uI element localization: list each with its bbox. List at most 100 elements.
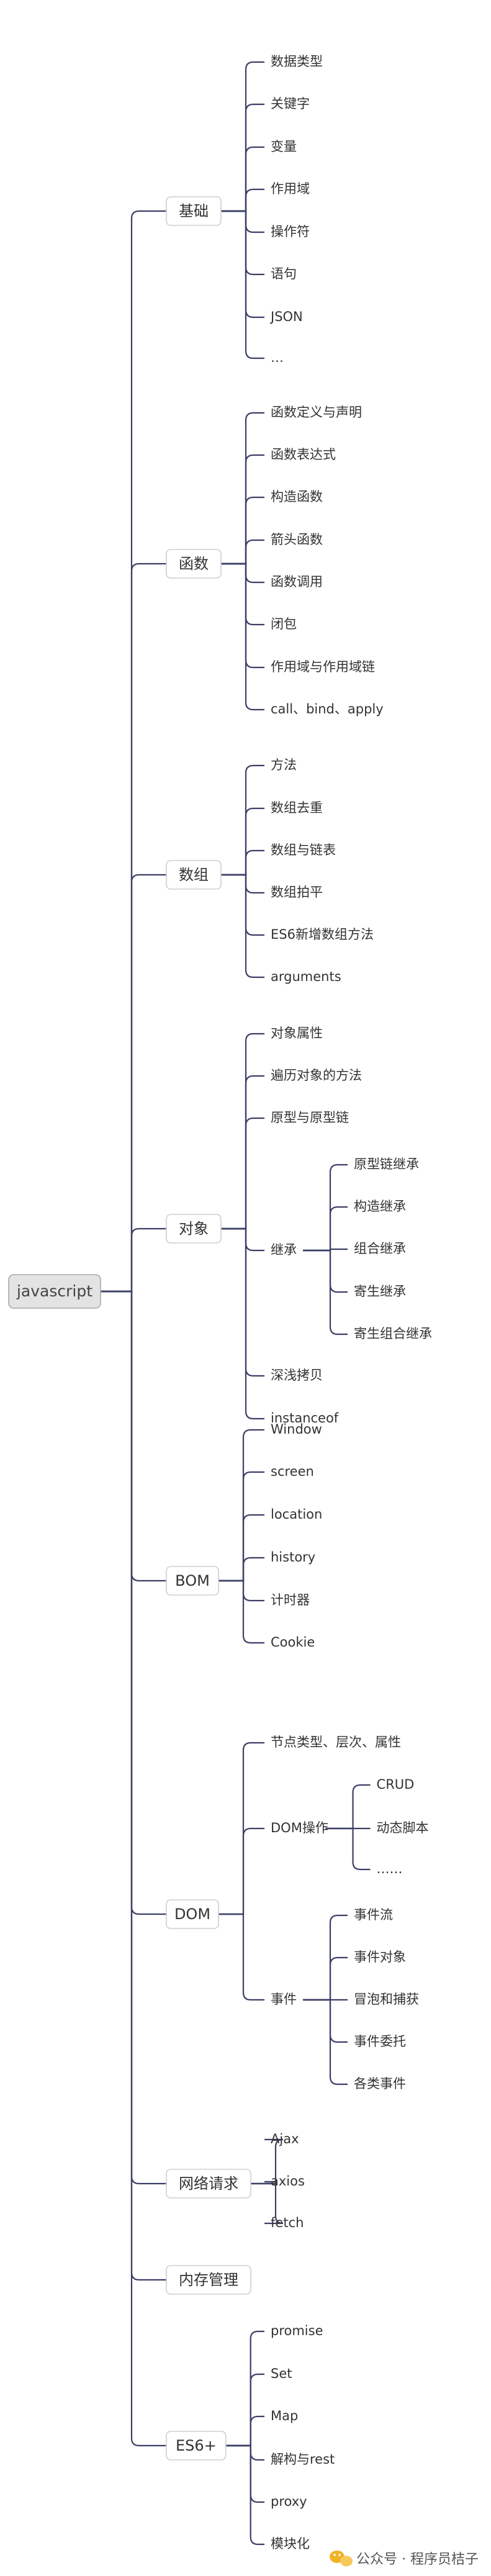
connector-cat1-item7 <box>221 563 264 711</box>
category-box <box>166 2265 251 2295</box>
connector-cat5-item2-sub4 <box>303 1999 348 2086</box>
connector-cat1-item0 <box>221 412 264 565</box>
category-node-8 <box>166 2431 227 2461</box>
connector-cat0-item5 <box>221 210 264 276</box>
connector-cat2-item3 <box>221 874 264 894</box>
connector-cat1-item4 <box>221 563 264 584</box>
category-box <box>166 1566 219 1596</box>
connector-cat3-item0 <box>221 1033 264 1230</box>
category-label: 网络请求 <box>179 2175 238 2192</box>
leaf-node: 函数调用 <box>271 574 323 589</box>
leaf-node: 数组拍平 <box>271 885 323 900</box>
watermark: 公众号 · 程序员桔子 <box>330 2551 479 2567</box>
leaf-node: 函数表达式 <box>271 447 336 462</box>
connector-cat4-item2 <box>218 1514 264 1582</box>
category-node-4 <box>166 1566 219 1596</box>
category-label: 内存管理 <box>179 2271 238 2289</box>
leaf-node: 计时器 <box>271 1593 310 1607</box>
connector-cat2-item1 <box>221 807 264 876</box>
leaf-node: 模块化 <box>271 2536 310 2551</box>
sub-leaf-node: 寄生继承 <box>354 1284 406 1299</box>
sub-leaf-node: 事件流 <box>354 1907 393 1922</box>
connector-cat6-item2 <box>251 2182 284 2225</box>
category-node-5 <box>166 1899 219 1929</box>
leaf-node: 数组去重 <box>271 800 323 815</box>
connector-cat5-item1-sub0 <box>325 1784 371 1830</box>
sub-leaf-node: 事件委托 <box>354 2034 406 2049</box>
category-node-0 <box>166 196 222 226</box>
connector-cat2-item2 <box>221 849 264 876</box>
category-node-7 <box>166 2265 251 2295</box>
sub-leaf-node: CRUD <box>377 1777 415 1792</box>
mind-map-nodes: javascript基础数据类型关键字变量作用域操作符语句JSON…函数函数定义… <box>8 54 432 2551</box>
sub-leaf-node: 动态脚本 <box>377 1820 429 1835</box>
leaf-node: 遍历对象的方法 <box>271 1068 362 1083</box>
category-label: ES6+ <box>176 2437 217 2454</box>
connector-cat0-item4 <box>221 210 264 233</box>
category-node-2 <box>166 860 222 890</box>
connector-cat3-item2 <box>221 1117 264 1230</box>
leaf-node: 构造函数 <box>271 489 323 504</box>
leaf-node: JSON <box>269 309 303 324</box>
connector-cat5-item2-sub1 <box>303 1956 348 2001</box>
leaf-node: Ajax <box>271 2131 299 2146</box>
leaf-node: 继承 <box>271 1242 297 1257</box>
leaf-node: DOM操作 <box>271 1820 328 1835</box>
connector-root-to-2 <box>101 874 166 1293</box>
leaf-node: ES6新增数组方法 <box>271 927 374 942</box>
connector-root-to-8 <box>101 1290 166 2447</box>
category-label: 函数 <box>179 555 209 572</box>
connector-cat4-item5 <box>218 1579 264 1644</box>
connector-cat4-item4 <box>218 1579 264 1602</box>
leaf-node: fetch <box>271 2215 304 2230</box>
category-node-1 <box>166 549 222 579</box>
leaf-node: 事件 <box>271 1992 297 2007</box>
connector-cat6-item0 <box>251 2138 284 2185</box>
connector-cat3-item3-sub0 <box>303 1164 348 1252</box>
leaf-node: 数组与链表 <box>271 843 336 857</box>
connector-cat1-item5 <box>221 563 264 626</box>
connector-cat1-item1 <box>221 454 264 565</box>
connector-cat3-item1 <box>221 1075 264 1230</box>
connector-cat8-item5 <box>225 2444 264 2546</box>
connector-cat5-item2-sub0 <box>303 1914 348 2001</box>
leaf-node: call、bind、apply <box>271 702 384 716</box>
leaf-node: 箭头函数 <box>271 532 323 547</box>
leaf-node: instanceof <box>271 1411 339 1426</box>
leaf-node: 原型与原型链 <box>271 1110 349 1125</box>
connector-cat0-item3 <box>221 188 264 212</box>
connector-cat3-item3-sub3 <box>303 1249 348 1293</box>
connector-cat0-item2 <box>221 146 264 212</box>
category-box <box>166 860 222 890</box>
connector-cat1-item6 <box>221 563 264 669</box>
sub-leaf-node: 原型链继承 <box>354 1157 419 1172</box>
connector-cat2-item5 <box>221 874 264 978</box>
leaf-node: 数据类型 <box>271 54 323 69</box>
sub-leaf-node: 事件对象 <box>354 1950 406 1964</box>
leaf-node: 作用域 <box>271 181 310 196</box>
sub-leaf-node: …… <box>377 1861 403 1876</box>
connector-cat8-item1 <box>225 2373 264 2447</box>
sub-leaf-node: 构造继承 <box>354 1199 406 1214</box>
leaf-node: 函数定义与声明 <box>271 405 362 420</box>
root-node-label: javascript <box>16 1282 92 1300</box>
leaf-node: history <box>271 1550 315 1565</box>
leaf-node: Set <box>271 2366 292 2381</box>
category-label: 基础 <box>179 202 209 220</box>
connector-cat0-item7 <box>221 210 264 359</box>
category-node-6 <box>166 2169 251 2199</box>
leaf-node: 语句 <box>271 266 297 281</box>
leaf-node: proxy <box>271 2494 307 2509</box>
leaf-node: Map <box>271 2408 298 2423</box>
connector-cat8-item2 <box>225 2415 264 2447</box>
connector-cat5-item1 <box>218 1827 264 1915</box>
sub-leaf-node: 各类事件 <box>354 2076 406 2091</box>
leaf-node: 变量 <box>271 139 297 154</box>
connector-cat3-item3 <box>221 1227 264 1252</box>
leaf-node: promise <box>271 2323 323 2338</box>
root-node <box>8 1274 101 1309</box>
leaf-node: 节点类型、层次、属性 <box>271 1735 401 1750</box>
connector-cat8-item4 <box>225 2444 264 2503</box>
sub-leaf-node: 寄生组合继承 <box>354 1326 432 1341</box>
